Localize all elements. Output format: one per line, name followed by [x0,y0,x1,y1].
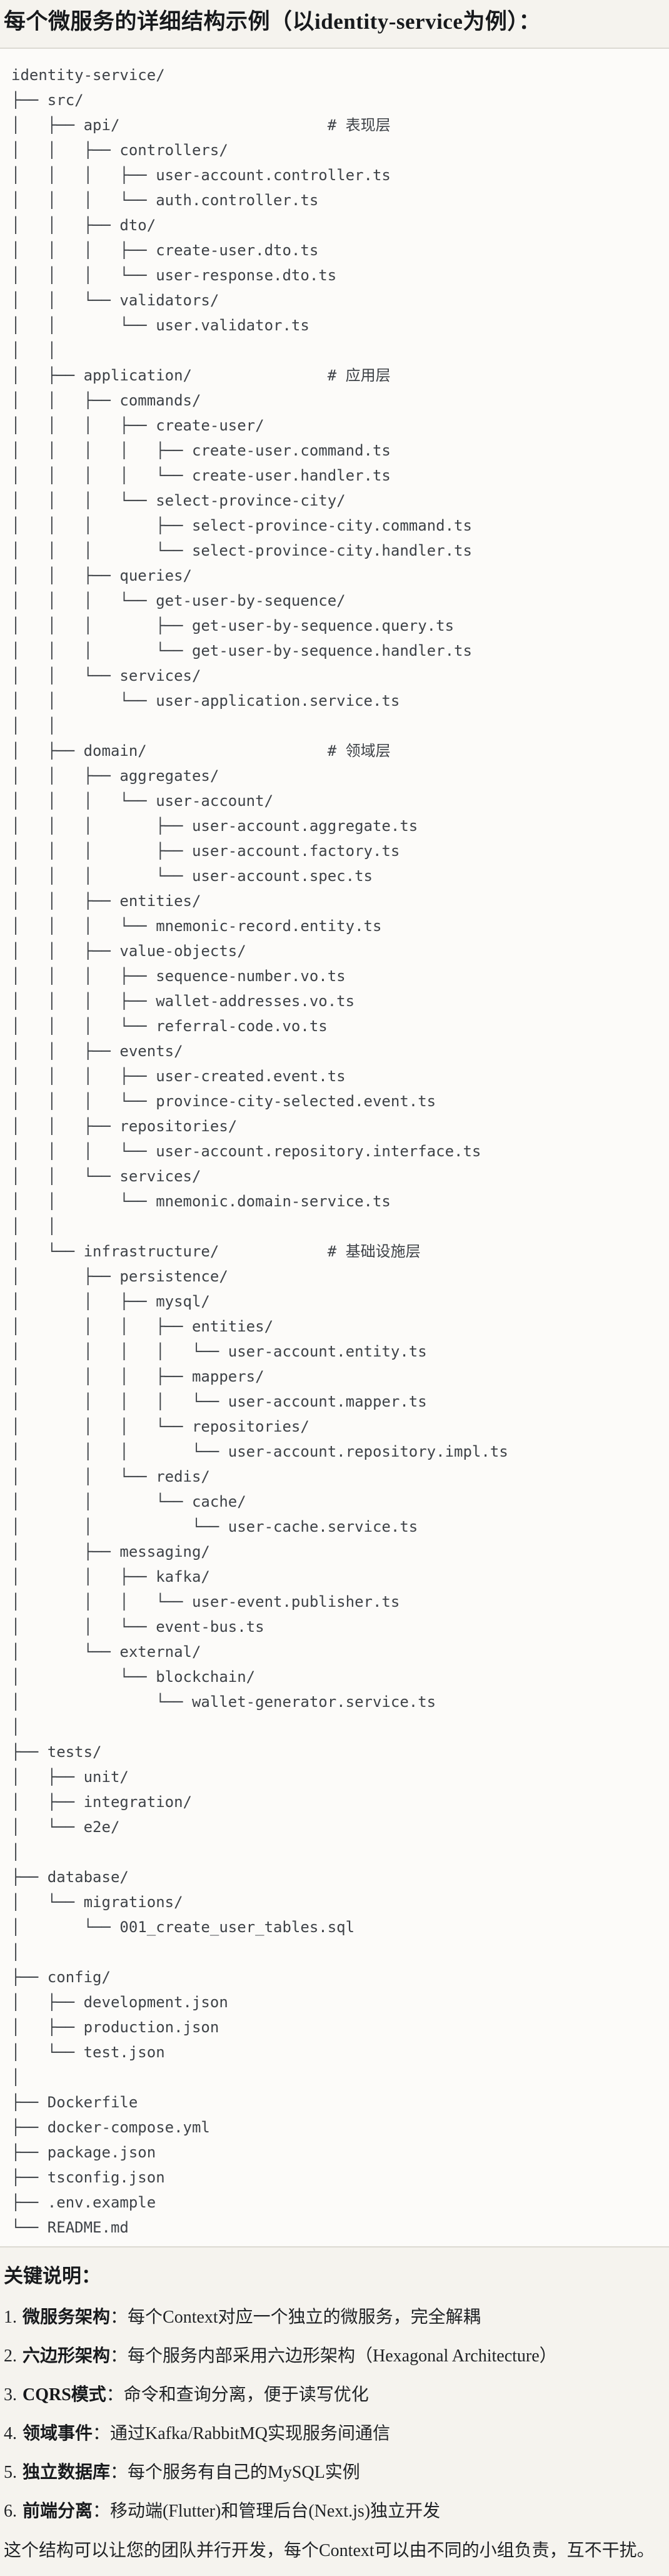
note-number: 3. [4,2385,17,2405]
note-label: 六边形架构 [23,2346,111,2366]
note-item: 2. 六边形架构：每个服务内部采用六边形架构（Hexagonal Architec… [4,2345,663,2368]
note-desc: ：移动端(Flutter)和管理后台(Next.js)独立开发 [93,2502,441,2521]
directory-tree: identity-service/ ├── src/ │ ├── api/ # … [11,66,508,2236]
note-number: 5. [4,2463,17,2482]
note-desc: ：每个服务内部采用六边形架构（Hexagonal Architecture） [110,2346,557,2366]
note-item: 6. 前端分离：移动端(Flutter)和管理后台(Next.js)独立开发 [4,2500,663,2523]
note-desc: ：每个服务有自己的MySQL实例 [110,2463,360,2482]
note-number: 1. [4,2308,17,2327]
note-label: 领域事件 [23,2424,93,2443]
note-number: 4. [4,2424,17,2443]
note-desc: ：命令和查询分离，便于读写优化 [106,2385,369,2405]
page-title: 每个微服务的详细结构示例（以identity-service为例）： [4,9,541,34]
note-item: 5. 独立数据库：每个服务有自己的MySQL实例 [4,2461,663,2484]
closing-paragraph: 这个结构可以让您的团队并行开发，每个Context可以由不同的小组负责，互不干扰… [4,2541,655,2560]
notes-section: 关键说明： 1. 微服务架构：每个Context对应一个独立的微服务，完全解耦 2… [0,2248,669,2574]
note-desc: ：每个Context对应一个独立的微服务，完全解耦 [110,2308,481,2327]
note-label: 微服务架构 [23,2308,111,2327]
note-number: 6. [4,2502,17,2521]
note-item: 3. CQRS模式：命令和查询分离，便于读写优化 [4,2384,663,2406]
note-number: 2. [4,2346,17,2366]
note-desc: ：通过Kafka/RabbitMQ实现服务间通信 [93,2424,390,2443]
note-item: 4. 领域事件：通过Kafka/RabbitMQ实现服务间通信 [4,2423,663,2445]
notes-heading: 关键说明： [4,2265,101,2287]
note-label: 独立数据库 [23,2463,111,2482]
note-label: 前端分离 [23,2502,93,2521]
code-block: identity-service/ ├── src/ │ ├── api/ # … [0,48,669,2248]
note-label: CQRS模式 [23,2385,106,2405]
note-item: 1. 微服务架构：每个Context对应一个独立的微服务，完全解耦 [4,2306,663,2329]
